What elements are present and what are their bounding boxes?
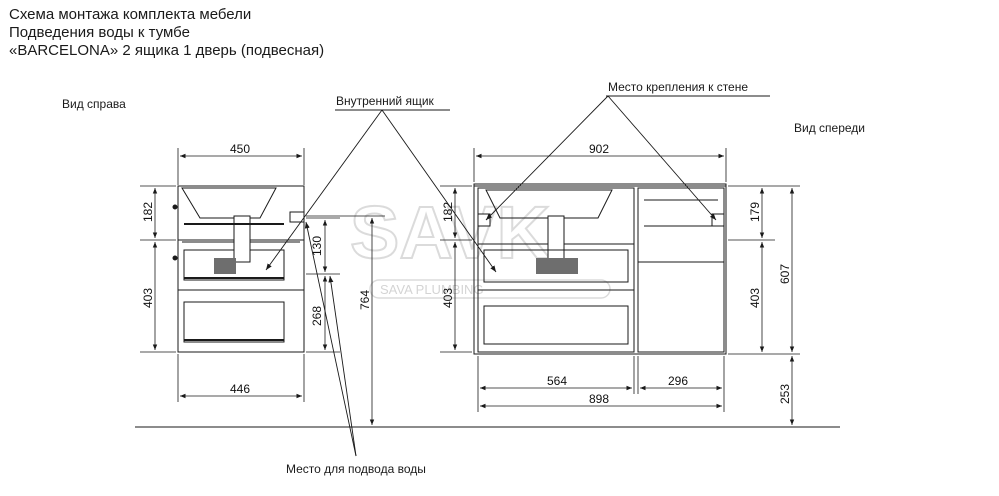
title-line-1: Схема монтажа комплекта мебели [9,6,252,23]
front-left-section [477,187,635,353]
front-dim-labels: 902 564 296 898 182 403 179 403 607 253 [441,142,792,406]
front-door [637,187,725,353]
water-supply-label: Место для подвода воды [286,462,426,476]
side-lower-drawer [183,301,285,343]
front-view-label: Вид спереди [794,121,866,135]
leader-water-2 [328,275,357,457]
dim-label-182: 182 [141,202,155,222]
front-inner-drawer [483,249,629,283]
side-view [172,185,305,353]
dim-label-403-side: 403 [141,288,155,308]
side-siphon-pipe [233,215,251,263]
side-siphon [214,258,236,274]
side-view-label: Вид справа [62,97,126,111]
leader-wall-mount-left [485,95,609,221]
dim-label-268: 268 [310,306,324,326]
title-line-2: Подведения воды к тумбе [9,24,190,41]
side-cabinet-body [177,185,305,353]
leader-inner-drawer-side [265,109,383,271]
side-sink-bowl [181,187,277,219]
front-sink-bowl [485,189,613,219]
dim-label-607: 607 [778,264,792,284]
side-dimensions [140,148,385,425]
front-cabinet-body [473,183,727,355]
watermark-big: SAVK [350,191,550,274]
dim-label-296: 296 [668,374,688,388]
dim-label-898: 898 [589,392,609,406]
dim-label-764: 764 [358,290,372,310]
callout-leaders [265,95,770,457]
dim-label-450: 450 [230,142,250,156]
dim-label-253: 253 [778,384,792,404]
title-block: Схема монтажа комплекта мебели Подведени… [9,6,324,60]
front-wall-bracket-left [477,213,491,227]
dim-label-446: 446 [230,382,250,396]
dim-label-179: 179 [748,202,762,222]
front-siphon [536,258,578,274]
wall-mount-label: Место крепления к стене [608,80,749,94]
dim-label-902: 902 [589,142,609,156]
leader-water-1 [304,221,357,457]
dim-label-130: 130 [310,236,324,256]
title-line-3: «BARCELONA» 2 ящика 1 дверь (подвесная) [9,42,325,59]
front-view [473,183,727,355]
dim-label-564: 564 [547,374,567,388]
front-lower-drawer [483,305,629,345]
front-siphon-pipe [547,215,565,263]
watermark-small: SAVA PLUMBING [380,282,484,297]
dim-label-403-front: 403 [748,288,762,308]
leader-inner-drawer-front [381,109,497,273]
side-dim-labels: 450 446 182 403 130 268 764 [141,142,372,396]
front-wall-bracket-right [711,213,725,227]
watermark: SAVK SAVA PLUMBING [349,190,611,299]
leader-wall-mount-right [607,95,717,221]
dim-label-182-front: 182 [441,202,455,222]
inner-drawer-label: Внутренний ящик [336,94,434,108]
dim-label-403-front-left: 403 [441,288,455,308]
